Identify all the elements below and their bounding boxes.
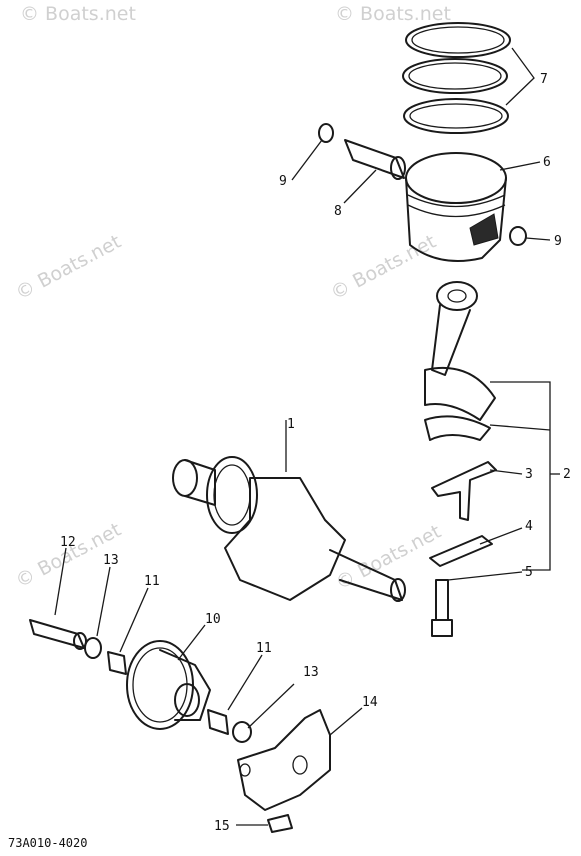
leader-lines <box>54 47 560 826</box>
piston-pin-clip <box>509 226 527 246</box>
callout-11-left: 11 <box>144 574 160 589</box>
collar <box>207 709 229 735</box>
callout-1: 1 <box>287 417 295 432</box>
screw <box>267 814 293 833</box>
callout-7: 7 <box>540 72 548 87</box>
crankshaft <box>172 456 406 602</box>
callout-9-left: 9 <box>279 174 287 189</box>
piston-pin <box>344 139 406 180</box>
callout-13-right: 13 <box>303 665 319 680</box>
callout-11-right: 11 <box>256 641 272 656</box>
callout-3: 3 <box>525 467 533 482</box>
callout-10: 10 <box>205 612 221 627</box>
callout-13-left: 13 <box>103 553 119 568</box>
piston-rings <box>402 22 511 134</box>
callout-9-right: 9 <box>554 234 562 249</box>
washer <box>84 637 102 659</box>
bearing <box>431 461 497 521</box>
watermark: © Boats.net <box>12 231 125 305</box>
diagram-code: 73A010-4020 <box>8 836 88 850</box>
watermark: © Boats.net <box>20 3 136 25</box>
balancer-cover <box>237 709 331 811</box>
washer <box>232 721 252 743</box>
piston <box>405 152 507 262</box>
balancer-gear <box>126 640 211 730</box>
callout-15: 15 <box>214 819 230 834</box>
connecting-rod <box>424 281 496 441</box>
callout-2: 2 <box>563 467 571 482</box>
callouts: 1 2 3 4 5 6 7 8 9 9 10 11 11 12 13 13 14… <box>60 72 571 834</box>
watermarks: © Boats.net © Boats.net © Boats.net © Bo… <box>12 3 451 594</box>
callout-14: 14 <box>362 695 378 710</box>
callout-8: 8 <box>334 204 342 219</box>
callout-6: 6 <box>543 155 551 170</box>
callout-12: 12 <box>60 535 76 550</box>
callout-4: 4 <box>525 519 533 534</box>
callout-5: 5 <box>525 565 533 580</box>
collar <box>107 651 127 675</box>
nut-plate <box>429 535 493 567</box>
balancer-pin <box>29 619 87 650</box>
piston-pin-clip <box>318 123 334 143</box>
watermark: © Boats.net <box>327 231 440 305</box>
bolt <box>431 579 453 637</box>
watermark: © Boats.net <box>335 3 451 25</box>
